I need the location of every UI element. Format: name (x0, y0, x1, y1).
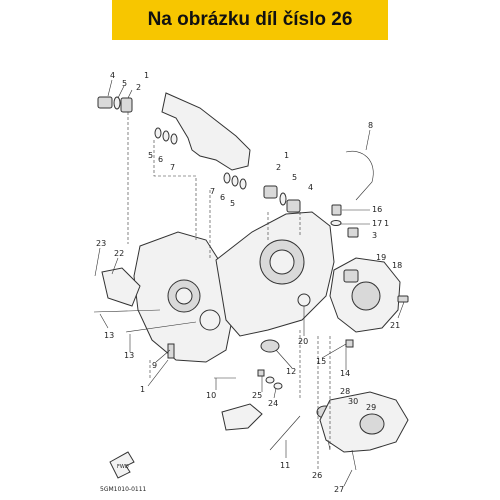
callout-5d: 5 (230, 199, 235, 208)
callout-23: 23 (96, 239, 106, 248)
callout-1c: 1 (384, 219, 389, 228)
callout-21: 21 (390, 321, 400, 330)
guide-lines (127, 112, 331, 470)
callout-16: 16 (372, 205, 382, 214)
callout-7: 7 (170, 163, 175, 172)
callout-29: 29 (366, 403, 376, 412)
callout-18: 18 (392, 261, 402, 270)
callout-15: 15 (316, 357, 326, 366)
banner-title: Na obrázku díl číslo 26 (147, 9, 353, 30)
callout-20: 20 (298, 337, 308, 346)
callout-7b: 7 (210, 187, 215, 196)
fwd-label: FWD (117, 464, 129, 470)
callout-27: 27 (334, 485, 344, 494)
callout-1d: 1 (140, 385, 145, 394)
callout-28: 28 (340, 387, 350, 396)
lower-fasteners (167, 339, 354, 451)
callout-2b: 2 (276, 163, 281, 172)
callout-25: 25 (252, 391, 262, 400)
diagram-reference-code: 5GM1010-0111 (100, 486, 147, 493)
callout-3: 3 (372, 231, 377, 240)
callout-8: 8 (368, 121, 373, 130)
callout-6b: 6 (220, 193, 225, 202)
breather-hose (345, 150, 374, 201)
callout-10: 10 (206, 391, 216, 400)
callout-numbers: 4 5 1 2 5 6 7 8 1 2 5 4 7 6 5 16 17 1 3 … (96, 71, 402, 494)
lower-right-guard (316, 391, 409, 471)
leader-lines (94, 79, 405, 487)
gasket (101, 267, 141, 307)
upper-left-fasteners (97, 96, 178, 145)
callout-24: 24 (268, 399, 278, 408)
callout-12: 12 (286, 367, 296, 376)
callout-9: 9 (152, 361, 157, 370)
callout-1: 1 (144, 71, 149, 80)
callout-5: 5 (122, 79, 127, 88)
callout-4b: 4 (308, 183, 313, 192)
callout-14: 14 (340, 369, 350, 378)
callout-1b: 1 (284, 151, 289, 160)
upper-right-fasteners (223, 172, 359, 238)
callout-22: 22 (114, 249, 124, 258)
callout-19: 19 (376, 253, 386, 262)
callout-5c: 5 (292, 173, 297, 182)
callout-4: 4 (110, 71, 115, 80)
callout-26: 26 (312, 471, 322, 480)
forward-arrow-icon: FWD (109, 451, 135, 479)
engine-mount-bracket (161, 92, 251, 171)
callout-13b: 13 (124, 351, 134, 360)
callout-5b: 5 (148, 151, 153, 160)
callout-30: 30 (348, 397, 358, 406)
callout-2: 2 (136, 83, 141, 92)
callout-11: 11 (280, 461, 290, 470)
part-number-banner: Na obrázku díl číslo 26 (112, 0, 388, 40)
callout-13: 13 (104, 331, 114, 340)
callout-6: 6 (158, 155, 163, 164)
callout-17: 17 (372, 219, 382, 228)
